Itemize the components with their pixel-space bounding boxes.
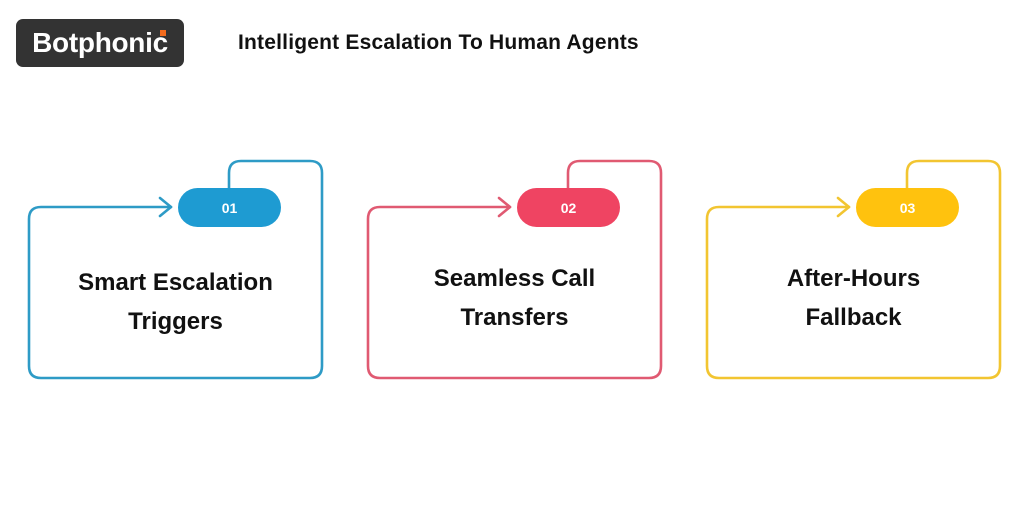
- step-title-1-line-1: Smart Escalation: [78, 269, 273, 296]
- step-title-2-line-1: Seamless Call: [433, 265, 596, 292]
- step-card-1-outline: [27, 159, 324, 380]
- step-title-3: After-Hours Fallback: [707, 259, 1000, 337]
- step-number-3: 03: [899, 199, 916, 216]
- step-pill-2: [517, 188, 620, 227]
- step-title-1: Smart Escalation Triggers: [29, 263, 322, 341]
- step-title-2: Seamless Call Transfers: [368, 259, 661, 337]
- page-title: Intelligent Escalation To Human Agents: [238, 31, 639, 54]
- step-title-3-line-1: After-Hours: [786, 265, 921, 292]
- step-title-2-line-2: Transfers: [460, 304, 569, 331]
- step-pill-3: [856, 188, 959, 227]
- logo-text: Botphonic: [32, 27, 168, 58]
- logo-dot-accent: [160, 30, 166, 36]
- step-card-3-outline: [705, 159, 1002, 380]
- step-number-2: 02: [560, 199, 577, 216]
- step-card-2-outline: [366, 159, 663, 380]
- step-number-1: 01: [221, 199, 238, 216]
- step-title-1-line-2: Triggers: [128, 308, 223, 335]
- step-title-3-line-2: Fallback: [805, 304, 902, 331]
- botphonic-logo[interactable]: Botphonic: [16, 19, 184, 67]
- step-pill-1: [178, 188, 281, 227]
